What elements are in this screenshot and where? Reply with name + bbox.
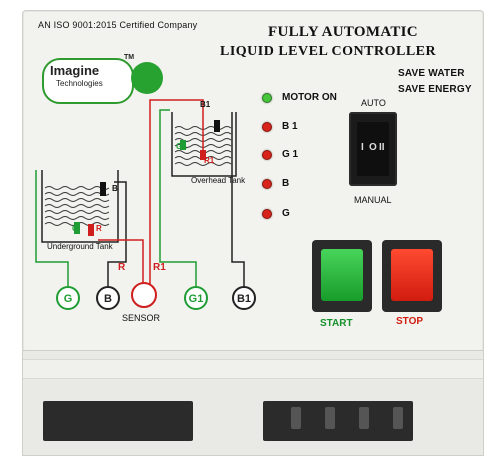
brand-logo	[42, 58, 134, 104]
probe-label-r: R	[96, 224, 102, 233]
start-label: START	[320, 318, 353, 329]
indicator-b1: B 1	[262, 121, 298, 132]
led-b1	[262, 121, 272, 132]
stop-button-cap	[391, 249, 433, 301]
wire-label-r1: R1	[153, 262, 166, 273]
start-button[interactable]	[312, 240, 372, 312]
led-b	[262, 178, 272, 189]
rocker-mark: I	[361, 142, 364, 153]
probe-label-g1: G1	[176, 142, 187, 151]
probe-label-r1: R1	[204, 156, 215, 165]
certification-text: AN ISO 9001:2015 Certified Company	[38, 20, 198, 30]
sensor-label: SENSOR	[122, 313, 161, 323]
auto-manual-rocker-switch[interactable]: I O II	[349, 112, 397, 186]
brand-logo-ball	[131, 62, 163, 94]
product-title-line1: FULLY AUTOMATIC	[268, 24, 418, 40]
overhead-tank-label: Overhead Tank	[191, 176, 246, 185]
slogan-line1: SAVE WATER	[398, 68, 465, 79]
terminal-g1: G1	[184, 286, 208, 310]
probe-label-b: B	[112, 184, 118, 193]
indicator-b: B	[262, 178, 289, 189]
terminal-slot-left	[43, 401, 193, 441]
underground-tank-label: Underground Tank	[47, 242, 113, 251]
indicator-label: B 1	[282, 121, 298, 132]
manual-label: MANUAL	[354, 195, 392, 205]
led-g	[262, 208, 272, 219]
probe-label-b1: B1	[200, 100, 211, 109]
wire-label-r: R	[118, 262, 126, 273]
brand-subtitle: Technologies	[56, 79, 103, 88]
indicator-label: MOTOR ON	[282, 92, 337, 103]
product-title-line2: LIQUID LEVEL CONTROLLER	[220, 44, 437, 59]
indicator-label: G	[282, 208, 290, 219]
indicator-label: G 1	[282, 149, 299, 160]
terminal-screw	[359, 407, 369, 429]
terminal-b: B	[96, 286, 120, 310]
rocker-face: I O II	[357, 122, 389, 176]
indicator-g1: G 1	[262, 149, 298, 160]
terminal-screw	[393, 407, 403, 429]
indicator-label: B	[282, 178, 290, 189]
slogan-line2: SAVE ENERGY	[398, 84, 472, 95]
trademark-mark: TM	[124, 54, 135, 61]
auto-label: AUTO	[361, 98, 386, 108]
terminal-housing	[22, 350, 484, 456]
terminal-screw	[325, 407, 335, 429]
terminal-slot-right	[263, 401, 413, 441]
led-motor-on	[262, 92, 272, 103]
rocker-mark: II	[379, 142, 385, 153]
rocker-mark: O	[369, 142, 377, 153]
indicator-g: G	[262, 208, 290, 219]
stop-label: STOP	[396, 316, 424, 327]
terminal-sensor	[131, 282, 157, 308]
brand-name: Imagine	[50, 63, 100, 78]
indicator-motor-on: MOTOR ON	[262, 92, 337, 103]
terminal-g: G	[56, 286, 80, 310]
start-button-cap	[321, 249, 363, 301]
terminal-screw	[291, 407, 301, 429]
led-g1	[262, 149, 272, 160]
terminal-b1: B1	[232, 286, 256, 310]
probe-label-g: G	[72, 224, 79, 233]
stop-button[interactable]	[382, 240, 442, 312]
housing-lip	[23, 359, 483, 379]
